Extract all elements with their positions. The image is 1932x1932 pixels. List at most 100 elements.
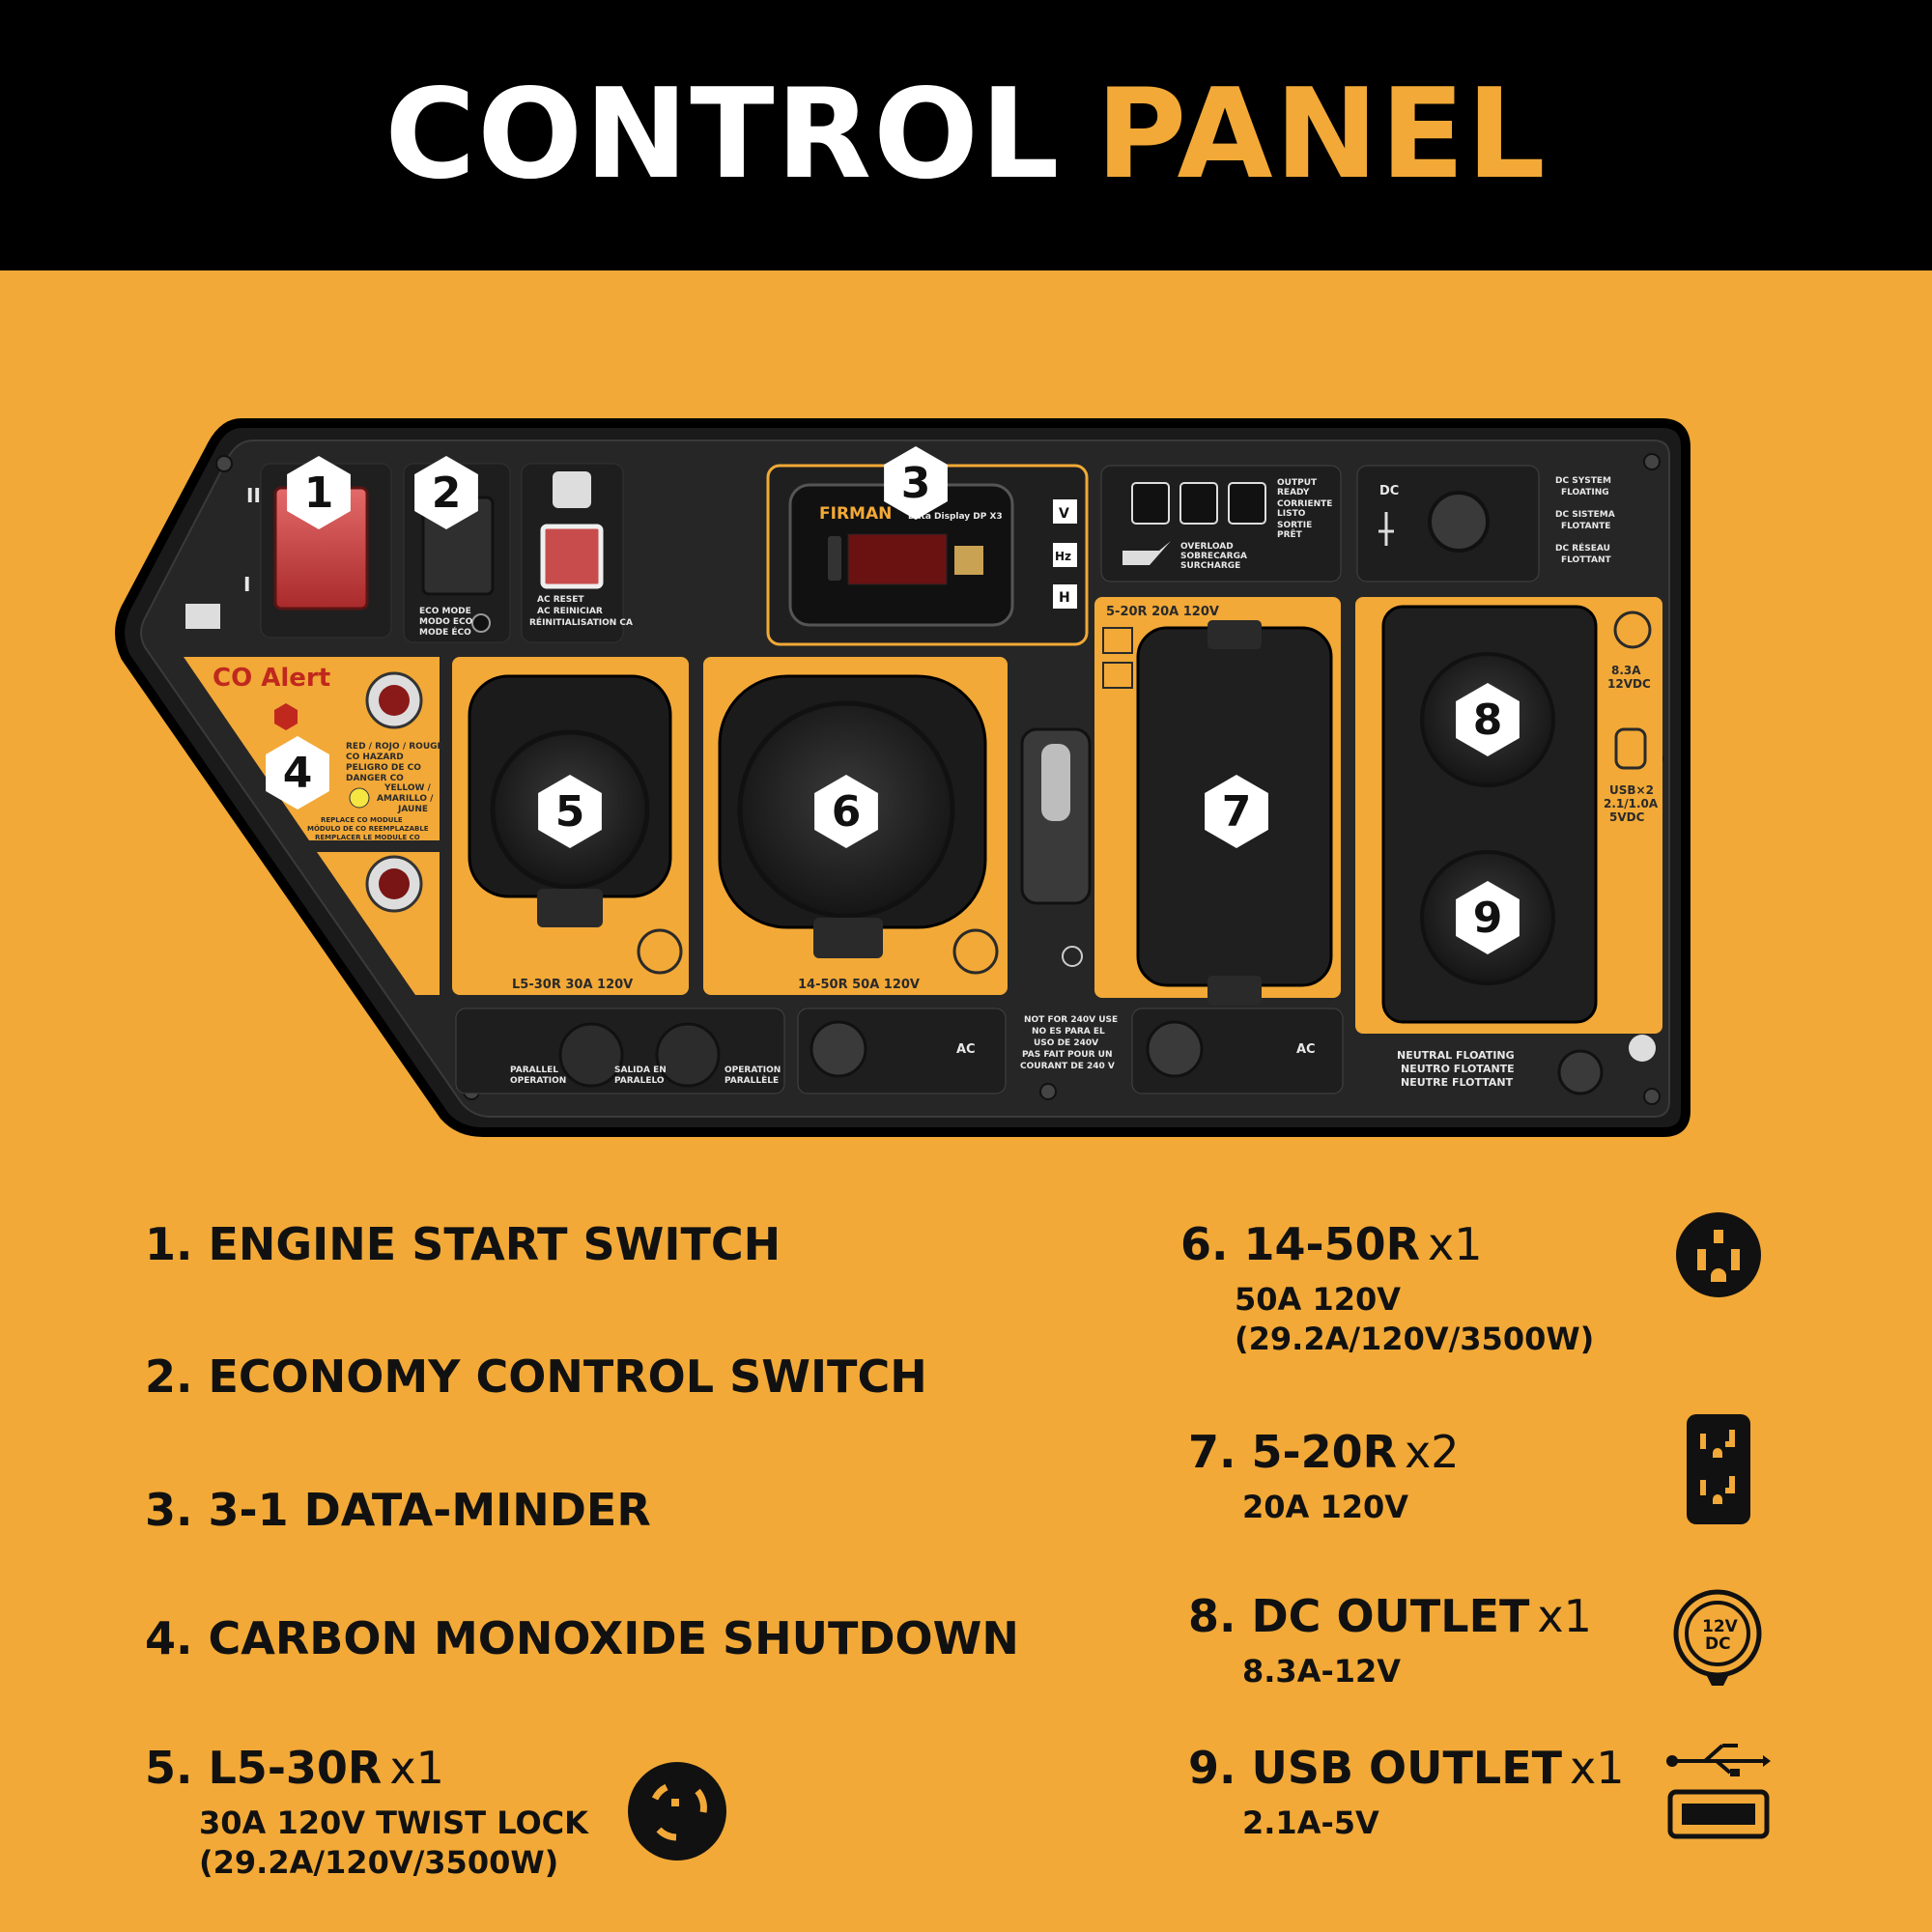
5-20r-symbol-icon-2 [1102,662,1133,689]
legend-item-2: 2. ECONOMY CONTROL SWITCH [145,1354,927,1399]
ac-reset-label-fr: RÉINITIALISATION CA [529,616,633,628]
parallel-port-left[interactable] [558,1022,624,1088]
ac-switch-off-mark [1062,946,1083,967]
not-for-240v-text-2: NO ES PARA EL [1032,1027,1105,1037]
14-50r-receptacle-icon [1676,1212,1761,1297]
co-red-lens [379,685,410,716]
co-yellow-text-3: JAUNE [397,805,428,814]
overload-indicator-2 [1179,482,1218,525]
unit-v-badge [1053,499,1077,524]
legend-label: 4. CARBON MONOXIDE SHUTDOWN [145,1612,1019,1664]
ac-reset-button[interactable] [540,524,604,589]
display-brand: FIRMAN [819,504,892,524]
dc-floating-text-2: FLOATING [1561,488,1609,497]
display-model: Data Display DP X3 [908,512,1003,522]
parallel-text-2: OPERATION [510,1076,566,1086]
legend-label: 6. 14-50R [1180,1218,1421,1270]
dc-floating-labels: DC SYSTEM FLOATING DC SISTEMA FLOTANTE D… [1555,476,1615,565]
ac-breaker-label-2: AC [1296,1042,1316,1057]
legend-label: 7. 5-20R [1188,1426,1398,1478]
dc-floating-text-4: FLOTANTE [1561,522,1610,531]
ac-switch-lever [1041,744,1070,821]
parallel-text-5: OPERATION [724,1065,781,1075]
on-symbol: I [243,573,250,596]
usb-symbol-icon [1614,727,1647,770]
neutral-floating-text-3: NEUTRE FLOTTANT [1401,1076,1514,1089]
parallel-port-right[interactable] [655,1022,721,1088]
legend-label: 9. USB OUTLET [1188,1742,1563,1794]
oil-can-icon [1122,541,1171,565]
parallel-text-3: SALIDA EN [614,1065,667,1075]
output-ready-label-3: CORRIENTE [1277,499,1332,509]
not-for-240v-text-1: NOT FOR 240V USE [1024,1015,1118,1025]
co-yellow-text: YELLOW / AMARILLO / JAUNE REPLACE CO MOD… [307,783,434,841]
unit-hz-label: Hz [1055,550,1071,563]
data-minder-screen [847,533,948,585]
legend-sub-1: 50A 120V [1235,1281,1401,1318]
usb-spec-3: 5VDC [1609,810,1645,824]
display-mode-button[interactable] [828,536,841,581]
eco-mode-label: ECO MODE [419,607,471,616]
neutral-floating-text-2: NEUTRO FLOTANTE [1401,1063,1515,1075]
ac-breaker-button-2[interactable] [1146,1020,1204,1078]
legend-label: 2. ECONOMY CONTROL SWITCH [145,1350,927,1403]
output-ready-indicator [1228,482,1266,525]
legend-sub-1: 20A 120V [1242,1489,1408,1525]
co-red-text-4: DANGER CO [346,774,404,783]
dc-icon-text-2: DC [1705,1634,1731,1654]
legend-qty: x1 [1570,1742,1625,1794]
legend-sub-2: (29.2A/120V/3500W) [199,1843,559,1881]
co-yellow-text-6: REMPLACER LE MODULE CO [315,834,420,841]
output-ready-label: OUTPUT [1277,478,1318,488]
marker-number-6: 6 [832,787,862,837]
co-yellow-text-4: REPLACE CO MODULE [321,816,403,824]
ground-terminal[interactable] [1557,1049,1604,1095]
breaker-symbol-icon [1378,512,1394,546]
co-red-text: RED / ROJO / ROUGE CO HAZARD PELIGRO DE … [346,742,443,783]
dc-circuit-breaker[interactable] [1428,491,1490,553]
legend-sub-1: 8.3A-12V [1242,1653,1402,1690]
marker-hexagon-5 [538,775,602,848]
overload-label: OVERLOAD [1180,542,1234,552]
legend-label: 3. 3-1 DATA-MINDER [145,1484,651,1536]
dc-outlet-symbol-icon [1613,611,1652,649]
l5-30r-latch [537,889,603,927]
legend-qty: x2 [1405,1426,1460,1478]
dc-floating-text-1: DC SYSTEM [1555,476,1611,486]
5-20r-panel-label: 5-20R 20A 120V [1106,605,1219,619]
eco-indicator [471,613,491,633]
output-ready-label-4: LISTO [1277,509,1306,519]
co-yellow-text-2: AMARILLO / [377,794,434,804]
overload-label-es: SOBRECARGA [1180,552,1247,561]
14-50r-latch [813,918,883,958]
5-20r-symbol-icon [1102,627,1133,654]
dc-floating-text-3: DC SISTEMA [1555,510,1615,520]
parallel-text-1: PARALLEL [510,1065,558,1075]
overload-label-fr: SURCHARGE [1180,561,1240,571]
ac-breaker-button-1[interactable] [810,1020,867,1078]
marker-number-4: 4 [283,749,313,798]
marker-number-9: 9 [1473,894,1503,943]
co-yellow-text-1: YELLOW / [384,783,432,793]
usb-spec-2: 2.1/1.0A [1604,797,1659,810]
dc-label: DC [1379,484,1399,498]
legend-qty: x1 [1537,1590,1592,1642]
12v-dc-outlet-icon: 12V DC [1673,1589,1762,1686]
legend-label: 8. DC OUTLET [1188,1590,1530,1642]
unit-v-label: V [1059,506,1069,522]
legend-item-4: 4. CARBON MONOXIDE SHUTDOWN [145,1616,1019,1661]
legend-sub-1: 30A 120V TWIST LOCK [199,1804,588,1841]
marker-number-7: 7 [1222,787,1252,837]
co-module-lens [379,868,410,899]
marker-number-5: 5 [555,787,585,837]
unit-h-badge [1053,584,1077,609]
output-ready-label-5: SORTIE [1277,521,1312,530]
legend-qty: x1 [1428,1218,1483,1270]
ac-reset-label-es: AC REINICIAR [537,607,603,616]
ac-breaker-label-1: AC [956,1042,976,1057]
start-symbol-icon [185,604,220,629]
marker-hexagon-8 [1456,683,1520,756]
